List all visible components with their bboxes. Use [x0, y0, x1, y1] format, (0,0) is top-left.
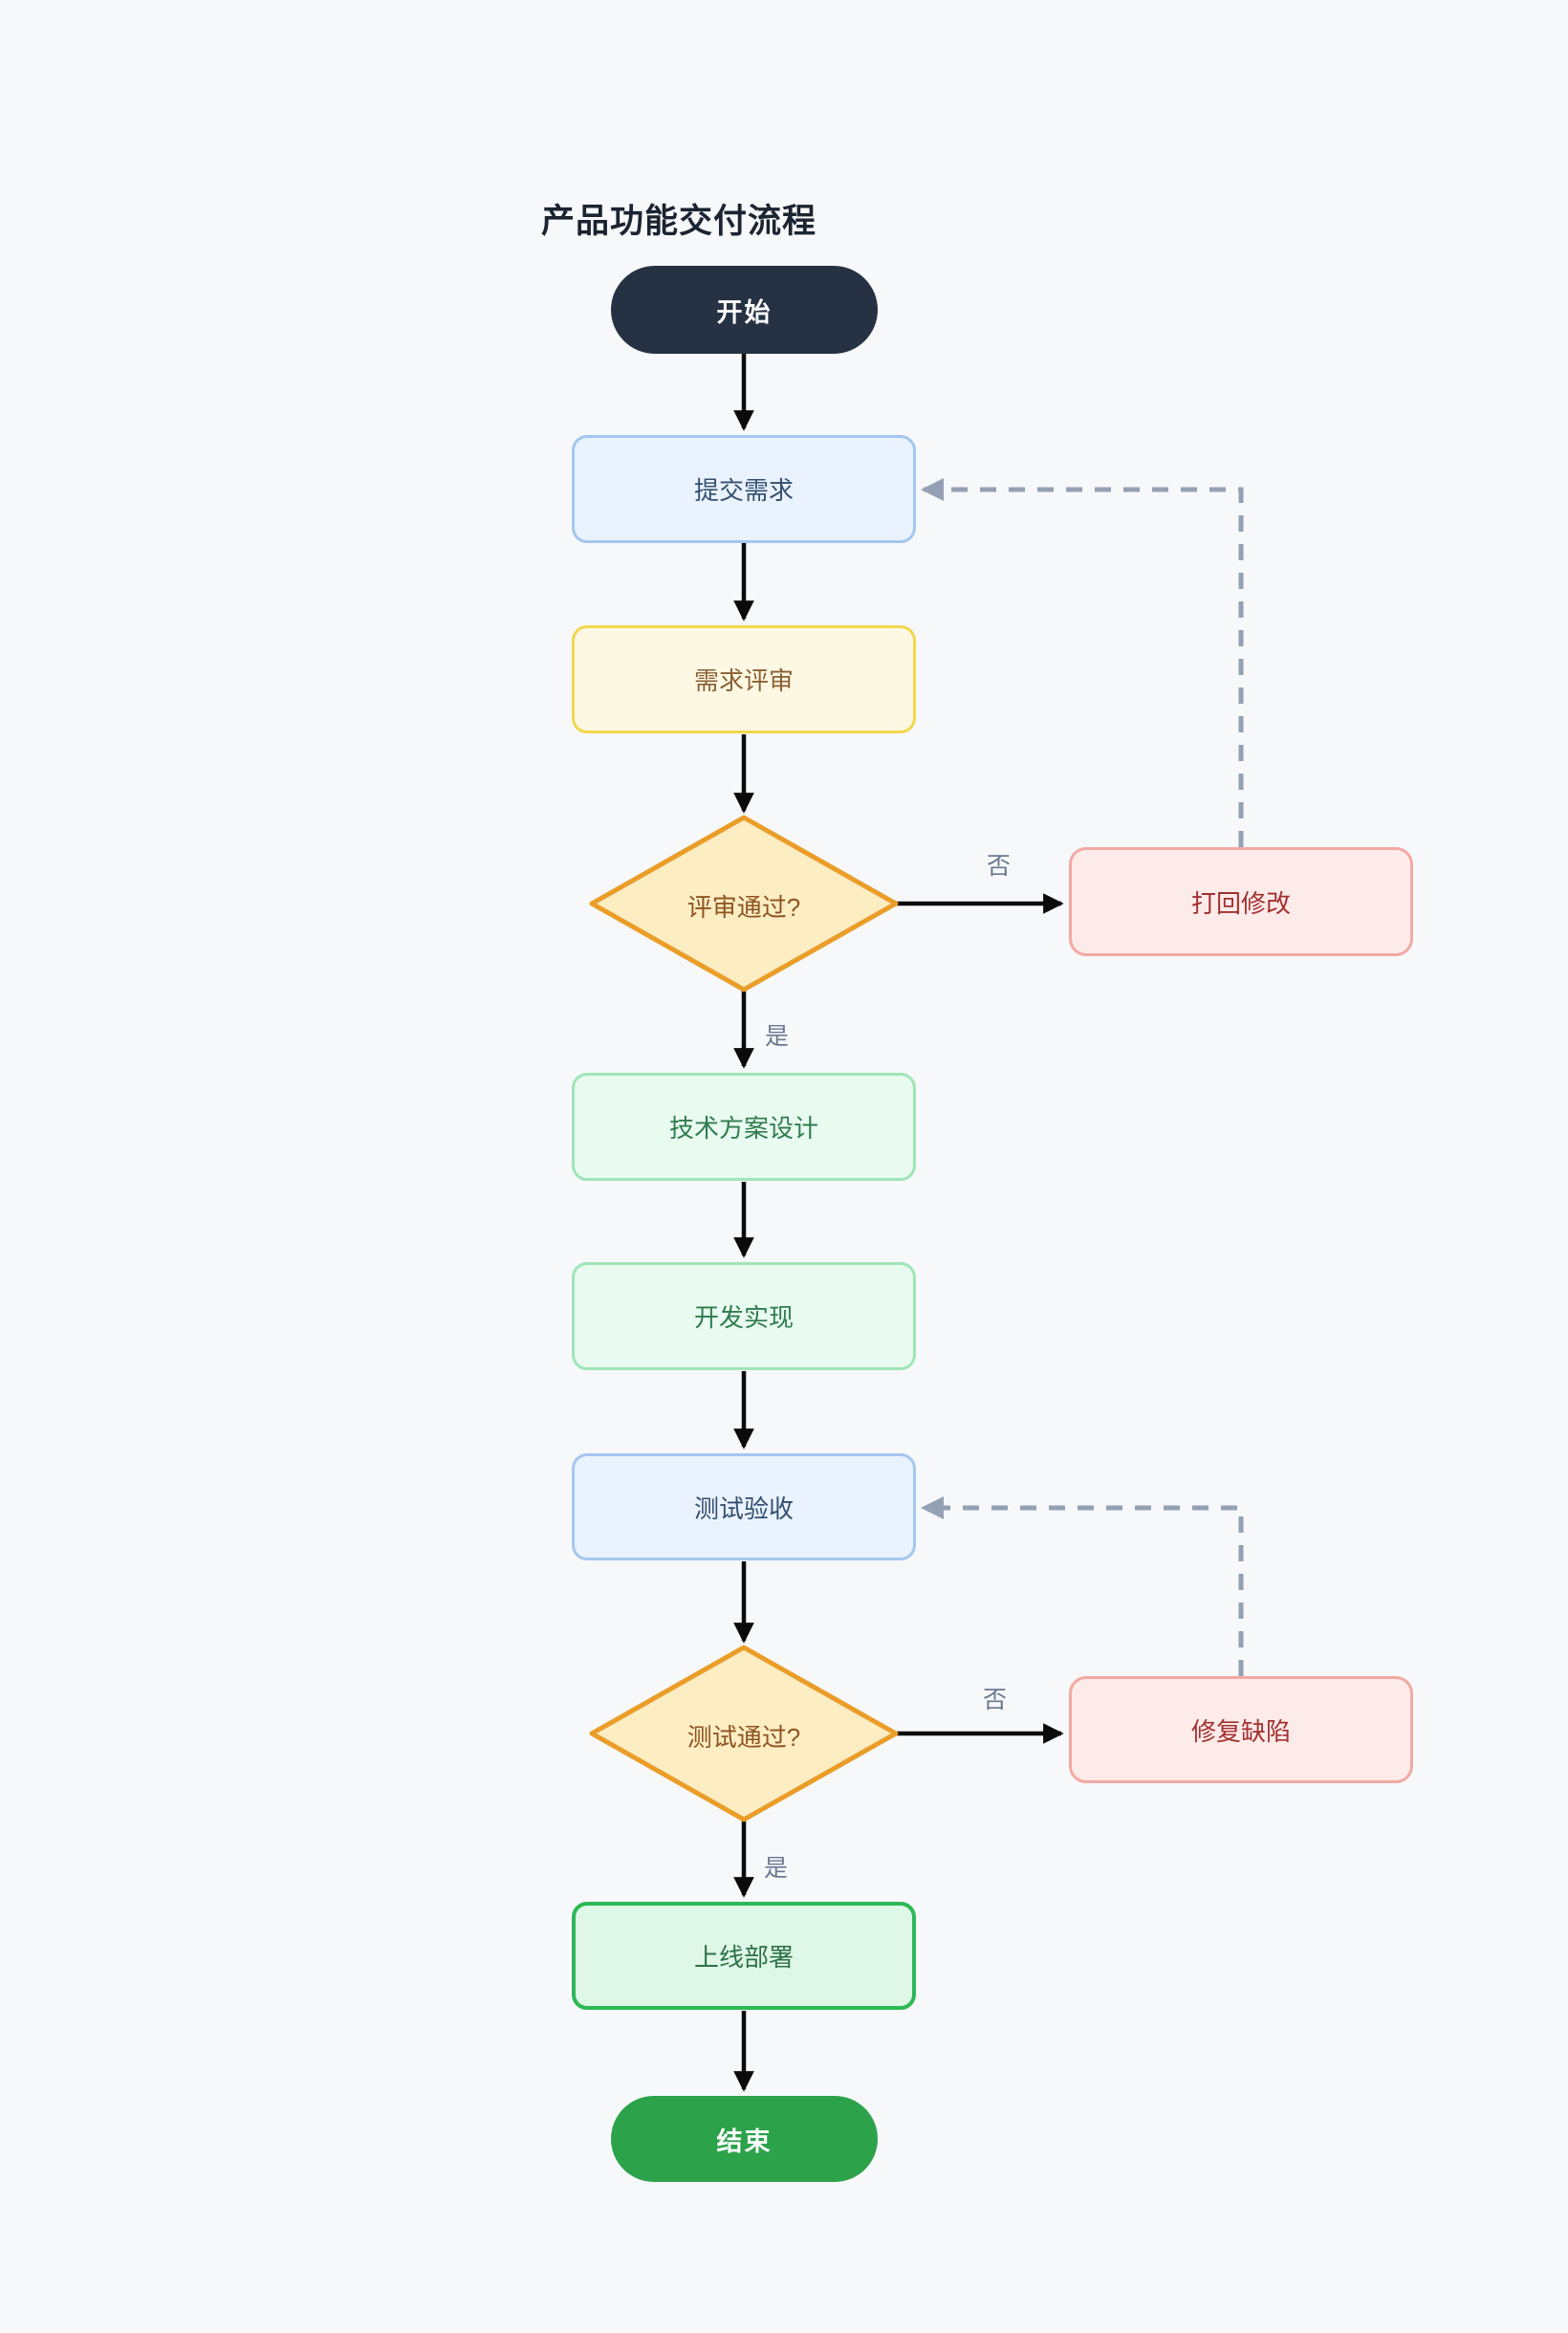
node-submit-requirements[interactable]: 提交需求	[572, 435, 916, 543]
node-develop-label: 开发实现	[693, 1303, 794, 1332]
node-deploy-label: 上线部署	[693, 1943, 794, 1972]
node-fix-defects[interactable]: 修复缺陷	[1069, 1676, 1413, 1783]
node-development[interactable]: 开发实现	[572, 1262, 916, 1370]
node-end[interactable]: 结束	[611, 2096, 878, 2182]
diagram-title: 产品功能交付流程	[541, 203, 817, 240]
node-design-label: 技术方案设计	[668, 1114, 818, 1143]
decision-review-diamond[interactable]	[589, 815, 899, 992]
node-start[interactable]: 开始	[611, 266, 878, 354]
edge-label-review-yes: 是	[765, 1023, 790, 1050]
decision-test-diamond[interactable]	[589, 1645, 899, 1822]
edge-fix-back-to-test	[920, 1496, 1244, 1676]
edge-label-test-no: 否	[983, 1687, 1008, 1713]
edge-label-test-yes: 是	[764, 1855, 789, 1882]
node-end-label: 结束	[716, 2126, 773, 2156]
node-return-for-revision[interactable]: 打回修改	[1069, 847, 1413, 956]
node-requirement-review[interactable]: 需求评审	[572, 625, 916, 733]
node-test-label: 测试验收	[693, 1494, 794, 1523]
edge-label-review-no: 否	[987, 853, 1012, 880]
node-fix-label: 修复缺陷	[1190, 1716, 1291, 1746]
edge-reject-back-to-submit	[920, 478, 1244, 847]
decision-review-label: 评审通过?	[686, 893, 801, 922]
node-start-label: 开始	[716, 297, 773, 327]
node-technical-design[interactable]: 技术方案设计	[572, 1073, 916, 1181]
node-review-label: 需求评审	[693, 666, 794, 695]
node-test-acceptance[interactable]: 测试验收	[572, 1453, 916, 1560]
node-reject-label: 打回修改	[1190, 888, 1291, 918]
decision-test-label: 测试通过?	[686, 1723, 801, 1752]
node-submit-label: 提交需求	[693, 476, 794, 505]
node-deployment[interactable]: 上线部署	[572, 1902, 916, 2010]
